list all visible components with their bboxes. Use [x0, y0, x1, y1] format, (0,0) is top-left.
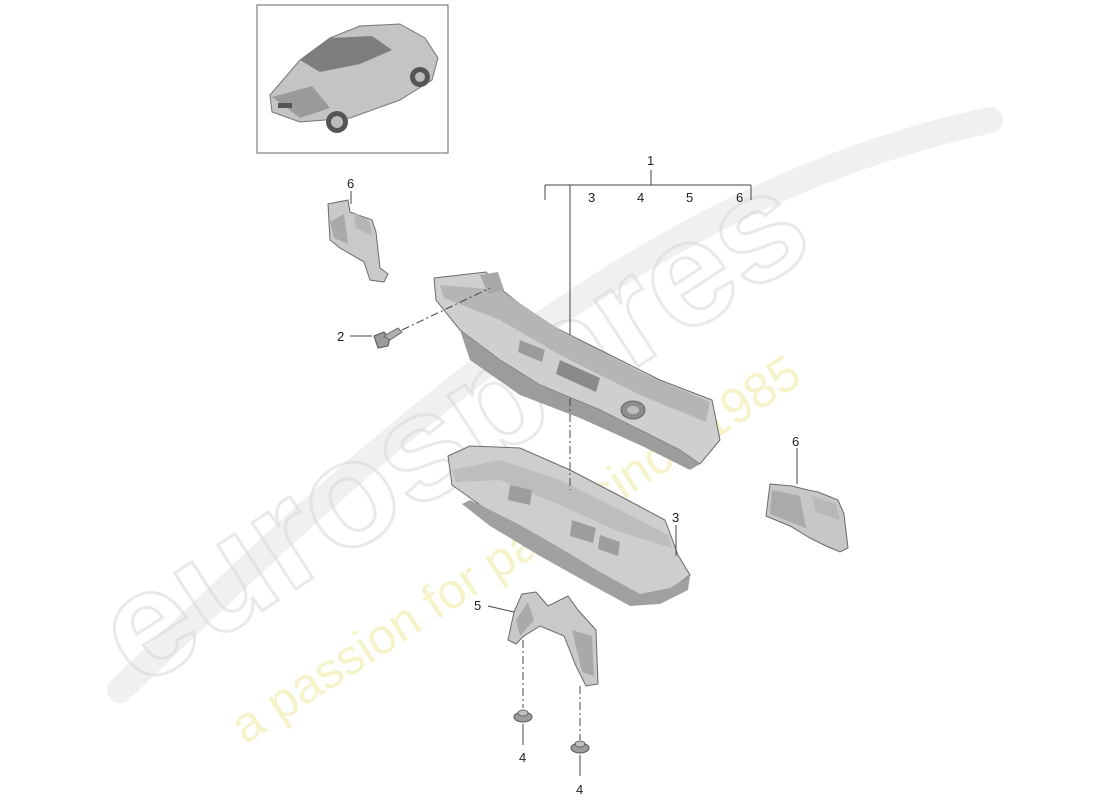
- small-bracket: [507, 591, 599, 687]
- bracket-top-left: [327, 199, 389, 283]
- callout-2: 2: [337, 329, 344, 344]
- callout-4-right: 4: [576, 782, 583, 797]
- callout-5: 5: [474, 598, 481, 613]
- callout-6-top-left: 6: [347, 176, 354, 191]
- bolt: [373, 327, 403, 349]
- callout-group-3: 3: [588, 190, 595, 205]
- callout-6-right: 6: [792, 434, 799, 449]
- bracket-right: [765, 483, 849, 553]
- callout-group-4: 4: [637, 190, 644, 205]
- car-image: [269, 23, 439, 133]
- callout-group-5: 5: [686, 190, 693, 205]
- nut-right: [570, 740, 590, 754]
- group-bracket: [544, 170, 752, 342]
- callout-1: 1: [647, 153, 654, 168]
- leader-5: [487, 605, 515, 613]
- alignment-line-bolt: [401, 287, 491, 331]
- vehicle-thumbnail: [256, 4, 449, 154]
- callout-4-left: 4: [519, 750, 526, 765]
- watermark: eurospares a passion for parts since 198…: [64, 107, 1003, 754]
- callout-group-6: 6: [736, 190, 743, 205]
- lower-heat-shield: [447, 445, 691, 606]
- callout-3: 3: [672, 510, 679, 525]
- upper-heat-shield: [433, 271, 721, 470]
- nut-left: [513, 709, 533, 723]
